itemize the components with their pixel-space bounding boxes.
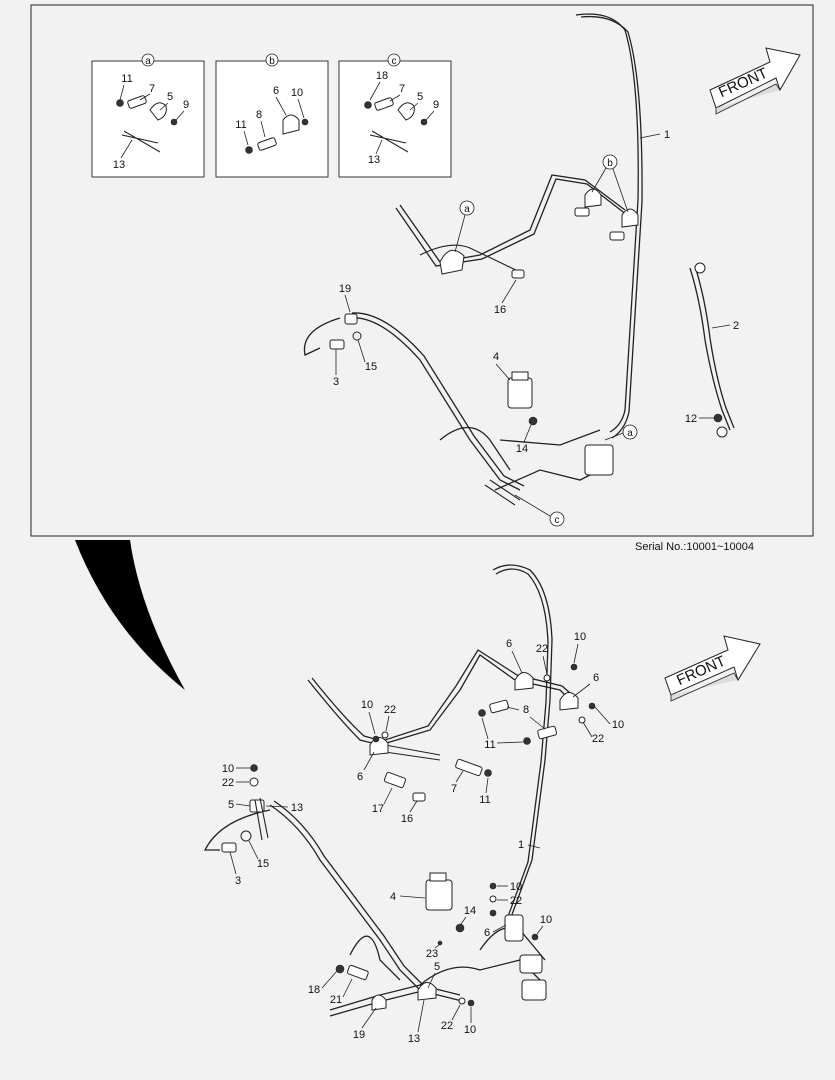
label-5-a: 5 bbox=[228, 799, 234, 811]
label-22-a: 22 bbox=[536, 643, 548, 655]
label-1-lower: 1 bbox=[518, 839, 524, 851]
callout-a-right: a bbox=[627, 428, 633, 439]
label-14-lower: 14 bbox=[464, 905, 476, 917]
detail-letter-b: b bbox=[269, 56, 275, 67]
label-10-g: 10 bbox=[464, 1024, 476, 1036]
label-5: 5 bbox=[167, 91, 173, 103]
label-11: 11 bbox=[121, 73, 132, 85]
detail-box-b: b 6 10 8 11 bbox=[215, 53, 329, 178]
label-22-c: 22 bbox=[384, 704, 396, 716]
label-11-a: 11 bbox=[484, 739, 495, 751]
lower-labels: 6 22 10 6 10 22 8 11 10 22 6 7 11 17 16 … bbox=[222, 631, 624, 1045]
label-8-box-b: 8 bbox=[256, 109, 262, 121]
label-6-b: 6 bbox=[593, 672, 599, 684]
label-3-lower: 3 bbox=[235, 875, 241, 887]
label-15-upper: 15 bbox=[365, 361, 377, 373]
label-9: 9 bbox=[183, 99, 189, 111]
callout-b: b bbox=[607, 158, 613, 169]
label-16-upper: 16 bbox=[494, 304, 506, 316]
detail-box-c: c 18 7 5 9 13 bbox=[338, 53, 452, 178]
label-3-upper: 3 bbox=[333, 376, 339, 388]
label-8-lower: 8 bbox=[523, 704, 529, 716]
serial-number-note: Serial No.:10001~10004 bbox=[635, 541, 754, 553]
label-10-f: 10 bbox=[540, 914, 552, 926]
label-10-e: 10 bbox=[510, 881, 522, 893]
label-9-box-c: 9 bbox=[433, 99, 439, 111]
label-6-box-b: 6 bbox=[273, 85, 279, 97]
lower-parts bbox=[221, 663, 596, 1011]
label-23-lower: 23 bbox=[426, 948, 438, 960]
callout-c: c bbox=[555, 515, 560, 526]
upper-parts bbox=[329, 188, 728, 476]
label-17-lower: 17 bbox=[372, 803, 384, 815]
label-10-c: 10 bbox=[361, 699, 373, 711]
label-2-upper: 2 bbox=[733, 320, 739, 332]
label-7-lower: 7 bbox=[451, 783, 457, 795]
label-10-d: 10 bbox=[222, 763, 234, 775]
label-22-e: 22 bbox=[510, 895, 522, 907]
lower-pipe-assembly bbox=[203, 564, 579, 1017]
label-22-b: 22 bbox=[592, 733, 604, 745]
revision-curve bbox=[75, 540, 185, 690]
label-10-b: 10 bbox=[612, 719, 624, 731]
label-18-lower: 18 bbox=[308, 984, 320, 996]
front-arrow-upper: FRONT bbox=[709, 47, 801, 115]
label-13: 13 bbox=[113, 159, 125, 171]
label-16-lower: 16 bbox=[401, 813, 413, 825]
label-4-lower: 4 bbox=[390, 891, 396, 903]
label-11-box-b: 11 bbox=[235, 119, 246, 131]
label-22-d: 22 bbox=[222, 777, 234, 789]
label-7-box-c: 7 bbox=[399, 83, 405, 95]
label-6-a: 6 bbox=[506, 638, 512, 650]
detail-letter-a: a bbox=[145, 56, 151, 67]
label-4-upper: 4 bbox=[493, 351, 499, 363]
label-14-upper: 14 bbox=[516, 443, 528, 455]
label-19-lower: 19 bbox=[353, 1029, 365, 1041]
detail-letter-c: c bbox=[392, 56, 397, 67]
front-label-upper: FRONT bbox=[716, 65, 770, 102]
callout-a-top: a bbox=[464, 204, 470, 215]
upper-pipe-assembly bbox=[303, 13, 735, 506]
label-13-box-c: 13 bbox=[368, 154, 380, 166]
upper-labels: 1 2 12 19 15 3 4 14 16 a b a c bbox=[333, 129, 739, 527]
label-13-b: 13 bbox=[408, 1033, 420, 1045]
upper-frame bbox=[30, 4, 814, 537]
label-18-box-c: 18 bbox=[376, 70, 388, 82]
label-12-upper: 12 bbox=[685, 413, 697, 425]
label-15-lower: 15 bbox=[257, 858, 269, 870]
label-21-lower: 21 bbox=[330, 994, 342, 1006]
label-5-b: 5 bbox=[434, 961, 440, 973]
front-arrow-lower: FRONT bbox=[664, 635, 761, 702]
label-11-b: 11 bbox=[479, 794, 490, 806]
label-13-a: 13 bbox=[291, 802, 303, 814]
label-6-c: 6 bbox=[357, 771, 363, 783]
label-1-upper: 1 bbox=[664, 129, 670, 141]
label-10-a: 10 bbox=[574, 631, 586, 643]
label-22-f: 22 bbox=[441, 1020, 453, 1032]
detail-box-a: a 11 7 5 9 13 bbox=[91, 53, 205, 178]
label-5-box-c: 5 bbox=[417, 91, 423, 103]
label-7: 7 bbox=[149, 83, 155, 95]
label-10-box-b: 10 bbox=[291, 87, 303, 99]
label-19-upper: 19 bbox=[339, 283, 351, 295]
label-6-d: 6 bbox=[484, 927, 490, 939]
